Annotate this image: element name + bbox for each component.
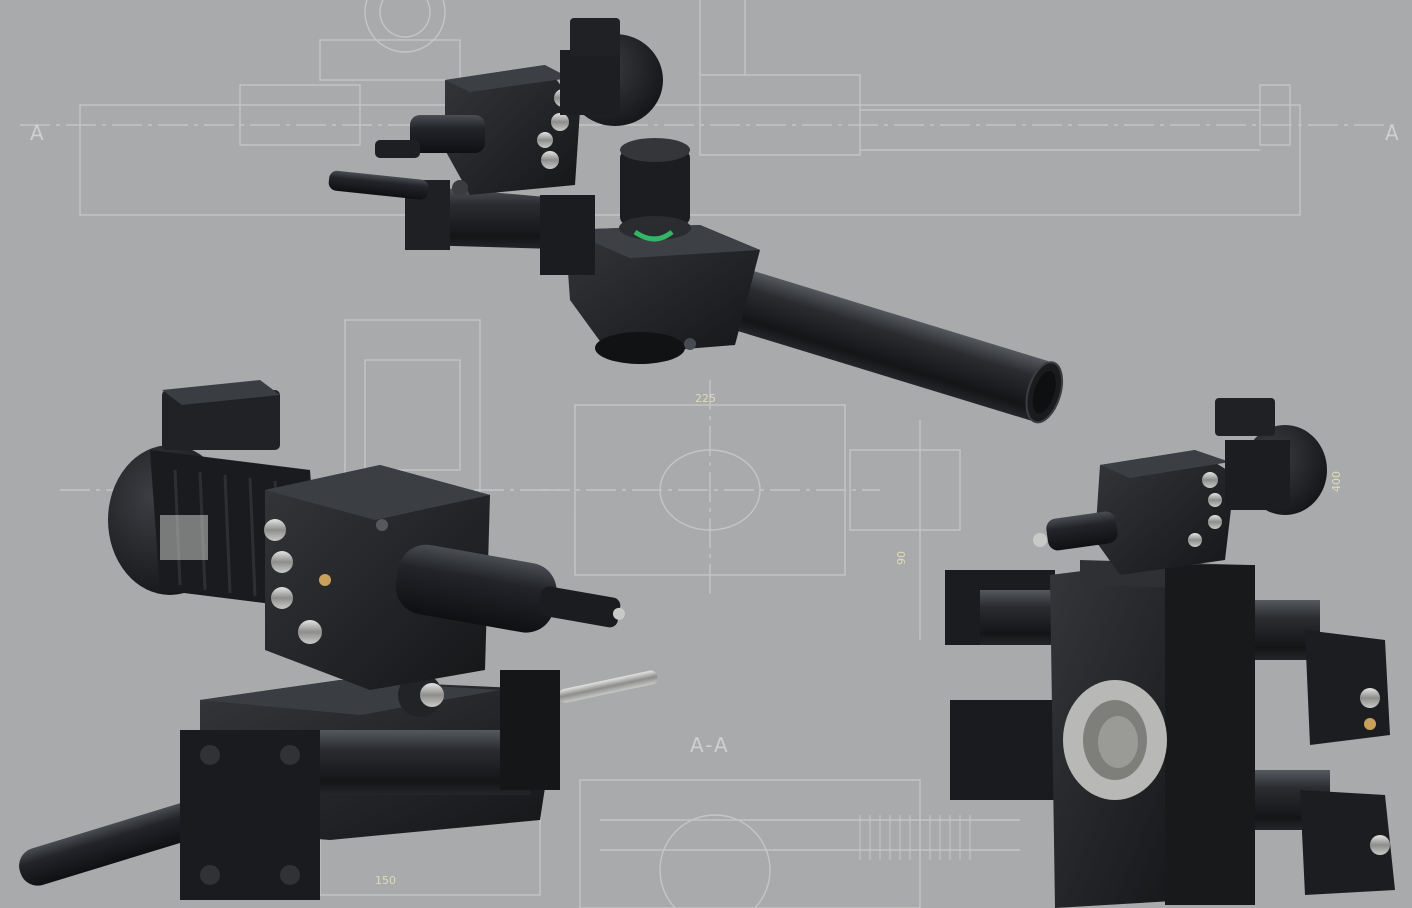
hydraulic-screen-changer-bottom-left <box>19 380 658 900</box>
dimension-label-side: 90 <box>895 551 908 565</box>
blueprint-background <box>20 0 1400 908</box>
section-marker-right: A <box>1385 121 1401 145</box>
dimension-label-bottom: 150 <box>375 874 396 887</box>
hydraulic-screen-changer-bottom-right <box>945 398 1395 908</box>
section-label: A-A <box>690 733 730 757</box>
section-marker-left: A <box>30 121 46 145</box>
motor-nameplate <box>160 515 208 560</box>
blueprint-labels: 225 90 150 400 A-A A A <box>30 121 1401 887</box>
hydraulic-screen-changer-top <box>328 18 1064 424</box>
dimension-label-right: 400 <box>1330 471 1343 492</box>
indicator-ring <box>633 229 674 242</box>
dimension-label-top: 225 <box>695 392 716 405</box>
